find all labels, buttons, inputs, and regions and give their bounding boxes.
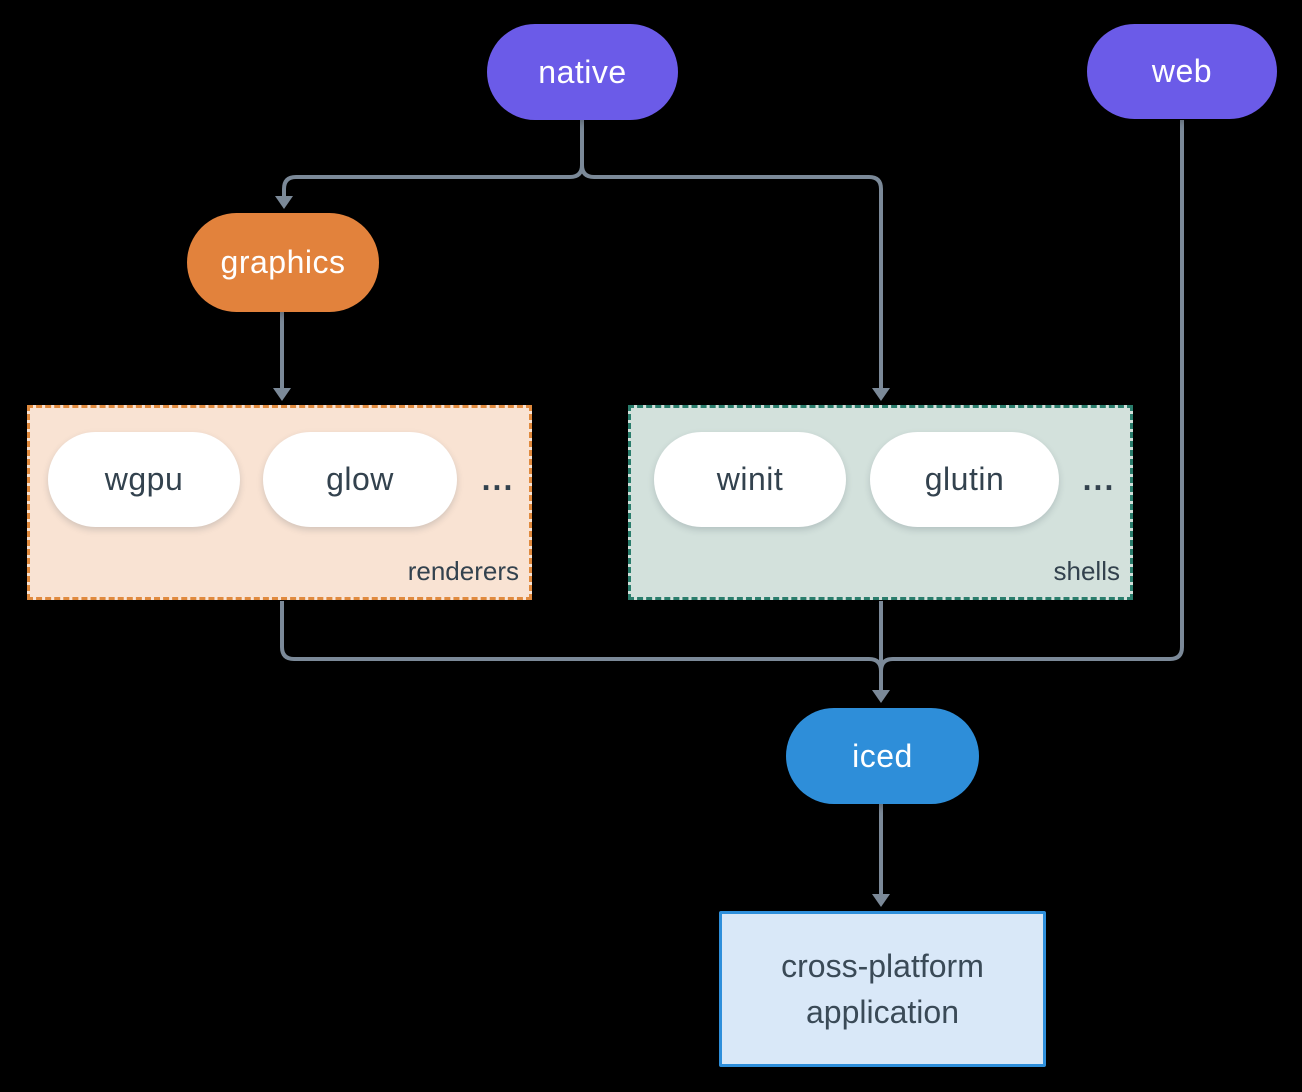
group-label-shells: shells — [1053, 556, 1120, 586]
group-renderers: wgpu glow ... renderers — [27, 405, 532, 600]
node-application: cross-platform application — [719, 911, 1046, 1067]
arrowhead-into-graphics — [275, 196, 293, 209]
ellipsis-shells: ... — [1082, 461, 1116, 497]
ellipsis-renderers: ... — [481, 461, 515, 497]
node-web: web — [1087, 24, 1277, 119]
node-native: native — [487, 24, 678, 120]
node-iced: iced — [786, 708, 979, 804]
arrowhead-into-iced — [872, 690, 890, 703]
arrowhead-into-application — [872, 894, 890, 907]
group-label-renderers: renderers — [407, 556, 519, 586]
arrowhead-into-shells — [872, 388, 890, 401]
arrowhead-into-renderers — [273, 388, 291, 401]
pill-glow: glow — [263, 432, 457, 527]
edge-native-shells — [580, 120, 883, 388]
pill-glutin: glutin — [870, 432, 1059, 527]
edge-renderers-merge — [280, 601, 883, 672]
pill-wgpu: wgpu — [48, 432, 240, 527]
pill-winit: winit — [654, 432, 846, 527]
group-shells: winit glutin ... shells — [628, 405, 1133, 600]
node-graphics: graphics — [187, 213, 379, 312]
application-label-line1: cross-platform — [781, 947, 984, 984]
edge-native-graphics — [282, 120, 584, 196]
application-label-line2: application — [806, 994, 959, 1030]
